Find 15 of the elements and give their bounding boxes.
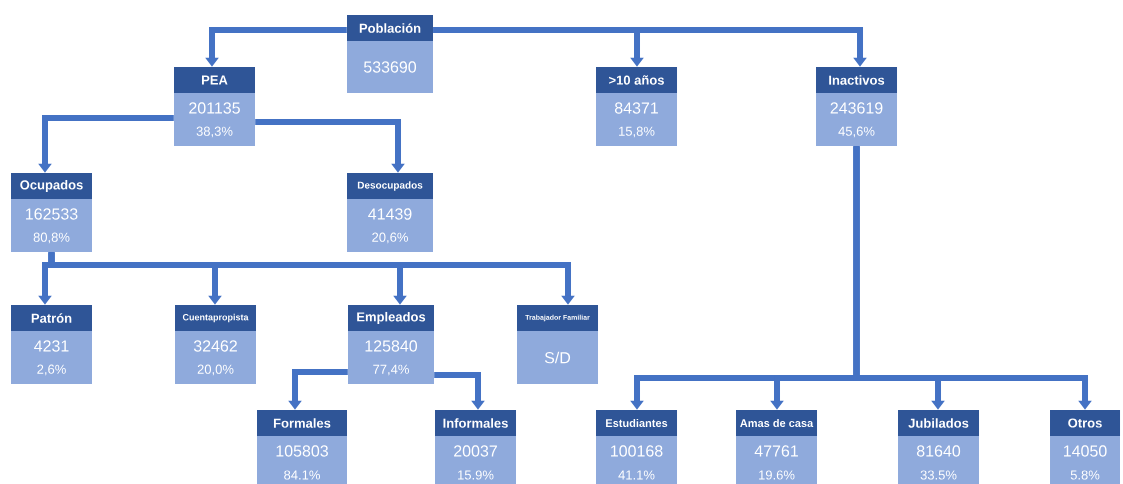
stat-box: Informales 20037 15.9%: [435, 410, 516, 484]
stat-box: Ocupados 162533 80,8%: [11, 173, 92, 252]
stat-box: Desocupados 41439 20,6%: [347, 173, 433, 252]
stat-box: Amas de casa 47761 19.6%: [736, 410, 817, 484]
stat-box: Formales 105803 84.1%: [257, 410, 347, 484]
stat-box: PEA 201135 38,3%: [174, 67, 255, 146]
stat-box: Empleados 125840 77,4%: [348, 305, 434, 384]
stat-box: Cuentapropista 32462 20,0%: [175, 305, 256, 384]
stat-box: Estudiantes 100168 41.1%: [596, 410, 677, 484]
stat-box: Población 533690: [347, 15, 433, 93]
stat-box: Inactivos 243619 45,6%: [816, 67, 897, 146]
stat-box: Otros 14050 5.8%: [1050, 410, 1120, 484]
stat-box: >10 años 84371 15,8%: [596, 67, 677, 146]
stat-box: Jubilados 81640 33.5%: [898, 410, 979, 484]
stat-box: Patrón 4231 2,6%: [11, 305, 92, 384]
